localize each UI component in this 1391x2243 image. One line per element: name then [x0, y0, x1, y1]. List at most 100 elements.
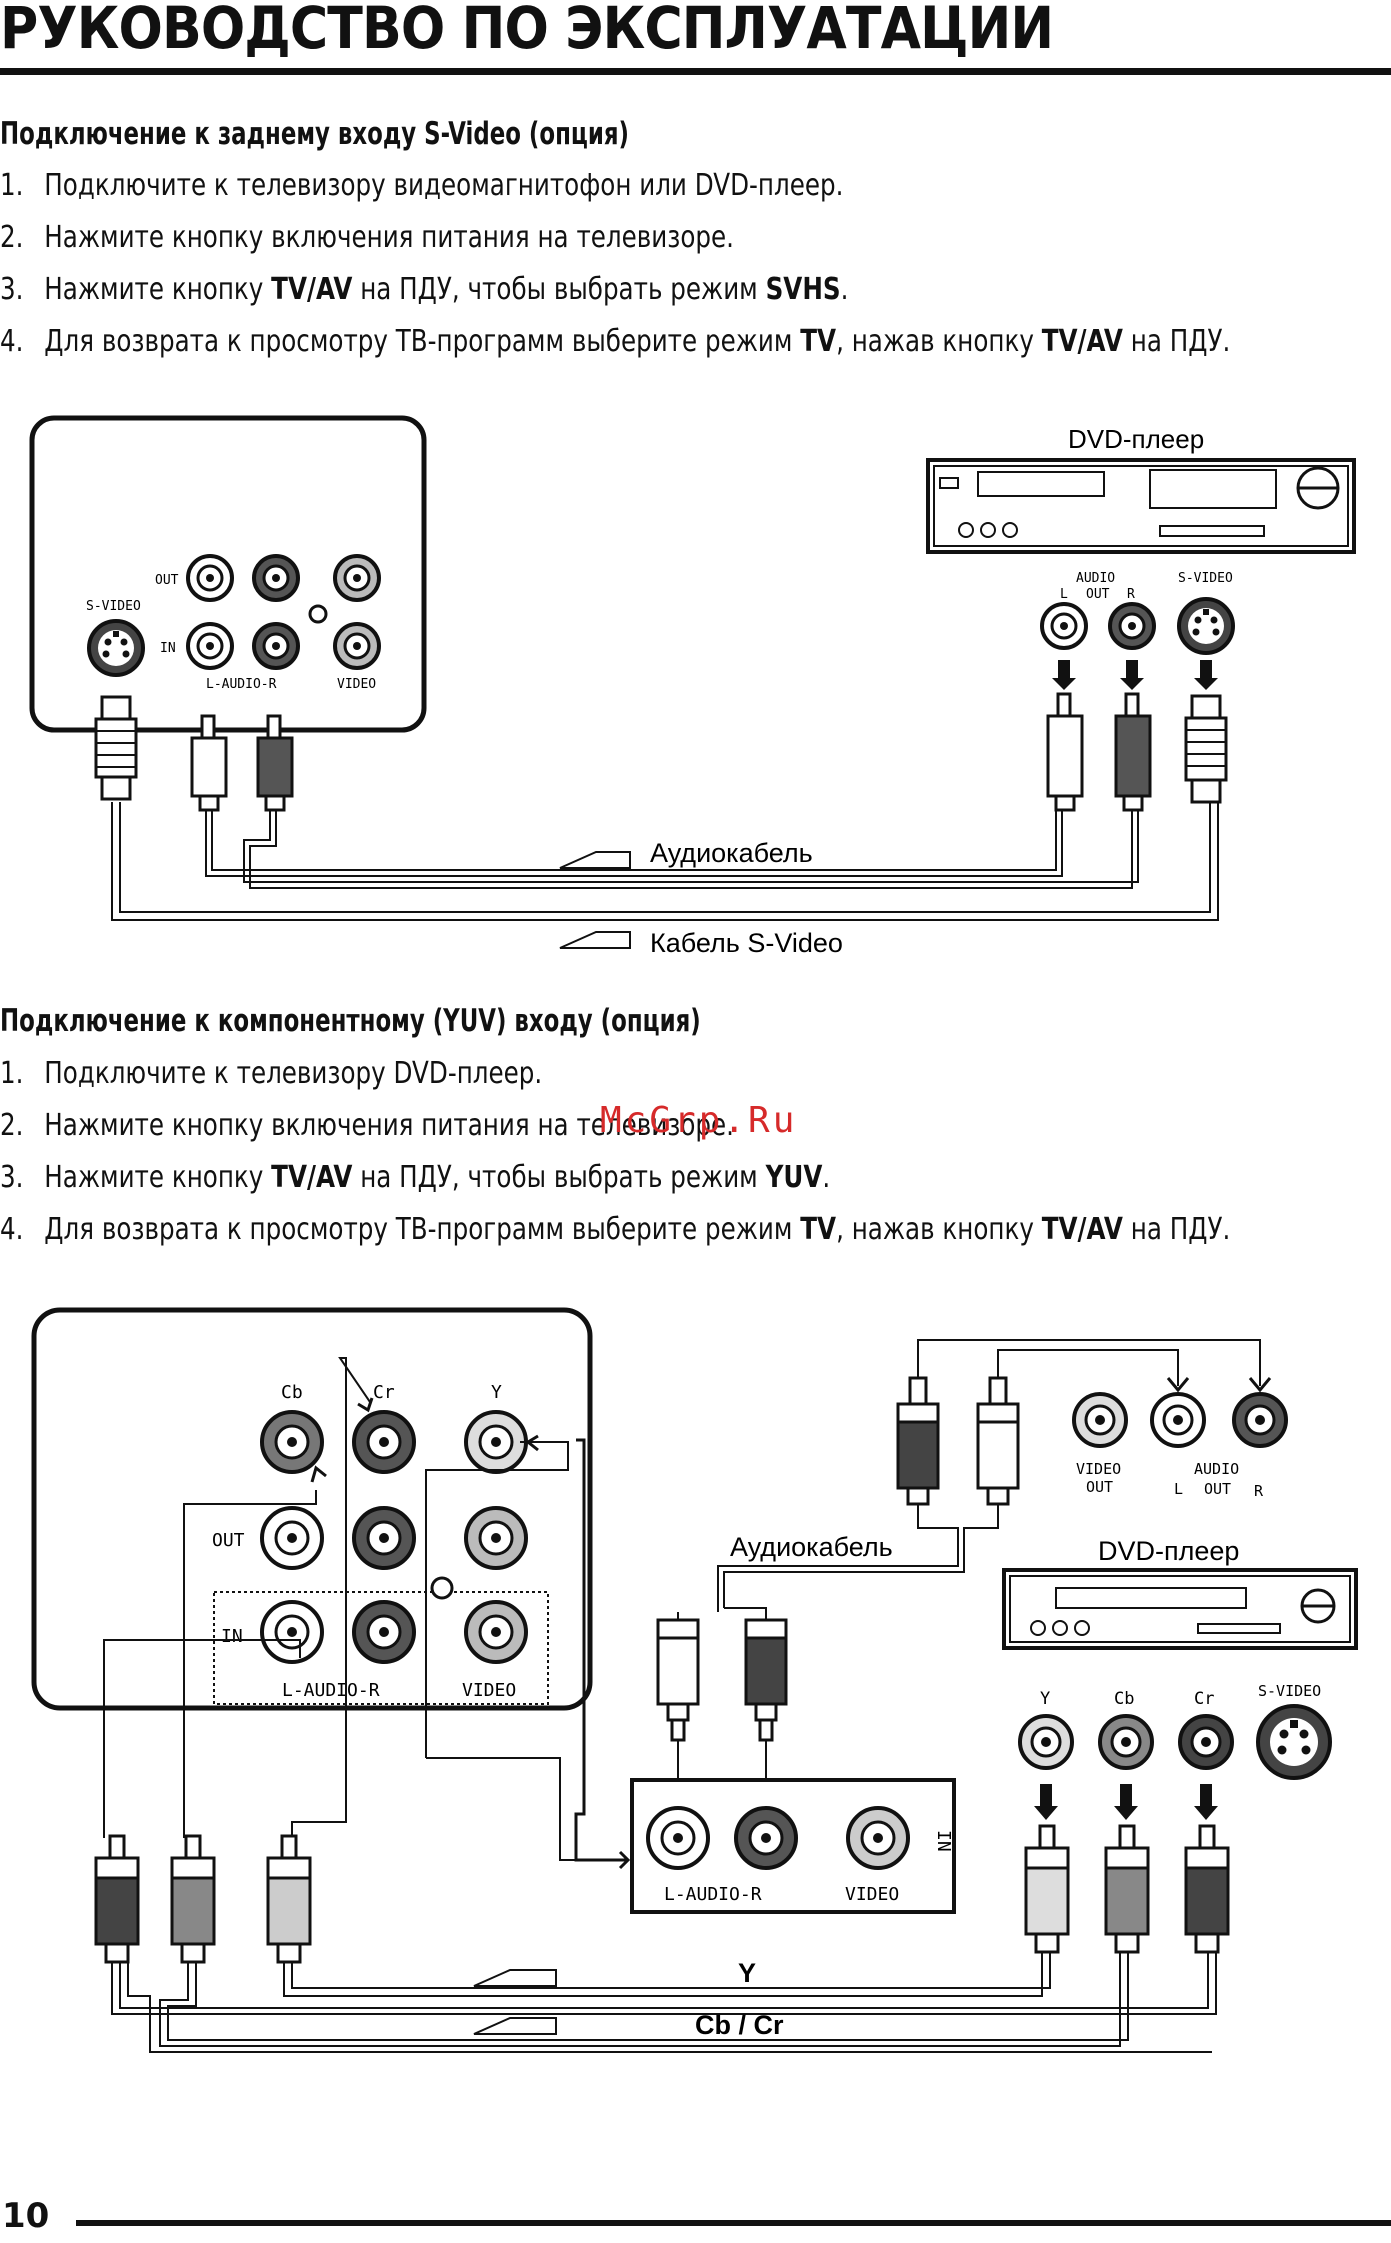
dvd-out-label: OUT: [1086, 587, 1110, 602]
dvd-svideo-plug: [1184, 694, 1228, 804]
dvd-y-jack: [1018, 1714, 1074, 1770]
watermark: McGrp.Ru: [600, 1100, 798, 1141]
tv-audio-plug-l: [190, 714, 228, 812]
step-keyword: TV: [800, 1212, 837, 1247]
step-number: 1.: [0, 168, 24, 203]
step-text: на ПДУ, чтобы выбрать режим: [352, 1160, 766, 1195]
svideo-connection-diagram: OUT IN S-VIDEO L-AUDIO-R VIDEO DVD-плее: [29, 415, 1356, 958]
tv-video-label-2: VIDEO: [462, 1680, 516, 1701]
step-text: Нажмите кнопку: [44, 272, 272, 307]
panel-audio-label: L-AUDIO-R: [664, 1884, 762, 1905]
cable-direction-icon-2: [473, 1969, 557, 2035]
step-text: Нажмите кнопку включения питания на теле…: [44, 1108, 734, 1143]
dvd-cr-label: Cr: [1194, 1689, 1214, 1709]
page-number: 10: [2, 2196, 50, 2236]
dvd-cb-jack: [1098, 1714, 1154, 1770]
tv-cb-jack: [260, 1410, 324, 1474]
tv-plug-cr: [94, 1834, 140, 1964]
tv-out-jack-l: [186, 554, 234, 602]
dvd-svideo-jack: [1177, 597, 1235, 655]
dvd-out-plug-r: [896, 1376, 940, 1506]
dvd-cr-jack: [1178, 1714, 1234, 1770]
dvd-svideo-jack-2: [1256, 1704, 1332, 1780]
audio-cable-2: [677, 1504, 999, 1620]
step-text: .: [822, 1160, 831, 1195]
step-item: 4. Для возврата к просмотру ТВ-программ в…: [0, 324, 1230, 376]
tv-small-hole: [308, 604, 328, 624]
step-item: 1.Подключите к телевизору DVD-плеер.: [0, 1056, 1230, 1108]
dvd-audio-plug-r: [1114, 692, 1152, 812]
step-item: 3.Нажмите кнопку TV/AV на ПДУ, чтобы выб…: [0, 272, 1230, 324]
footer-rule: [76, 2220, 1391, 2226]
cable-cbcr-label: Cb / Cr: [695, 2010, 784, 2040]
tv-out-jack-l-2: [260, 1506, 324, 1570]
tv-in-jack-l-2: [260, 1600, 324, 1664]
title-rule: [0, 68, 1391, 75]
dvd-video-out-jack: [1072, 1392, 1128, 1448]
dvd-audio-label-2: AUDIO: [1194, 1460, 1239, 1478]
step-text: Для возврата к просмотру ТВ-программ выб…: [44, 324, 801, 359]
tv-y-jack: [464, 1410, 528, 1474]
step-number: 4.: [0, 324, 24, 359]
tv-out-jack-video: [333, 554, 381, 602]
step-keyword: TV/AV: [271, 272, 353, 307]
step-keyword: TV/AV: [271, 1160, 353, 1195]
step-item: 4.Для возврата к просмотру ТВ-программ в…: [0, 1212, 1230, 1264]
step-text: Для возврата к просмотру ТВ-программ выб…: [44, 1212, 801, 1247]
component-cable-y: [283, 1952, 1051, 1997]
step-text: на ПДУ, чтобы выбрать режим: [352, 272, 766, 307]
section1-steps: 1.Подключите к телевизору видеомагнитофо…: [0, 168, 1230, 376]
section2-steps: 1.Подключите к телевизору DVD-плеер.2. На…: [0, 1056, 1230, 1264]
dvd-player-1: [926, 458, 1356, 554]
dvd-out-plug-l: [976, 1376, 1020, 1506]
panel-jack-r: [734, 1806, 798, 1870]
tv-back-panel-2: [31, 1307, 593, 1711]
svideo-cable-label: Кабель S-Video: [650, 928, 843, 958]
tv-svideo-label: S-VIDEO: [86, 599, 141, 614]
dvd-plug-cr: [1184, 1824, 1230, 1954]
step-text: Нажмите кнопку включения питания на теле…: [44, 220, 734, 255]
input-wire: [574, 1438, 628, 1862]
dvd-audio-plug-l: [1046, 692, 1084, 812]
page-title: РУКОВОДСТВО ПО ЭКСПЛУАТАЦИИ: [0, 0, 1054, 62]
dvd-cb-label: Cb: [1114, 1689, 1134, 1709]
tv-in-jack-r: [252, 622, 300, 670]
audio-cable-label-2: Аудиокабель: [730, 1532, 893, 1562]
tv-plug-cb: [170, 1834, 216, 1964]
panel-in-label: IN: [933, 1830, 954, 1852]
dvd-audio-jack-l: [1040, 602, 1088, 650]
panel-audio-plug-r: [744, 1618, 788, 1742]
component-cable-cbcr: [111, 1952, 1217, 2053]
step-item: 2. Нажмите кнопку включения питания на те…: [0, 220, 1230, 272]
tv-cr-label: Cr: [373, 1382, 395, 1403]
step-number: 2.: [0, 1108, 24, 1143]
step-number: 2.: [0, 220, 24, 255]
step-item: 3.Нажмите кнопку TV/AV на ПДУ, чтобы выб…: [0, 1160, 1230, 1212]
tv-in-label: IN: [160, 641, 176, 656]
tv-small-hole-2: [430, 1576, 454, 1600]
tv-input-group: [213, 1591, 549, 1705]
step-text: , нажав кнопку: [836, 324, 1042, 359]
step-text: на ПДУ.: [1122, 324, 1231, 359]
tv-audio-label: L-AUDIO-R: [206, 677, 277, 692]
dvd-svideo-label-2: S-VIDEO: [1258, 1682, 1321, 1700]
dvd-y-label: Y: [1040, 1689, 1050, 1709]
panel-jack-l: [646, 1806, 710, 1870]
step-number: 3.: [0, 1160, 24, 1195]
tv-in-jack-l: [186, 622, 234, 670]
step-keyword: SVHS: [765, 272, 841, 307]
panel-jack-video: [846, 1806, 910, 1870]
tv-audio-label-2: L-AUDIO-R: [282, 1680, 380, 1701]
arrow-down-icon-2: [1034, 1784, 1218, 1820]
dvd-audio-label: AUDIO: [1076, 571, 1115, 586]
dvd-audio-wire: [917, 1339, 1261, 1386]
step-keyword: TV/AV: [1041, 1212, 1123, 1247]
cable-y-label: Y: [738, 1958, 756, 1988]
step-item: 1.Подключите к телевизору видеомагнитофо…: [0, 168, 1230, 220]
tv-in-jack-video: [333, 622, 381, 670]
dvd-l-label-2: L: [1174, 1480, 1183, 1498]
tv-svideo-plug: [94, 695, 138, 801]
yuv-connection-diagram: Cb Cr Y OUT IN L-AUDIO-R VIDEO: [31, 1307, 1358, 2053]
panel-video-label: VIDEO: [845, 1884, 899, 1905]
dvd-r-label: R: [1127, 587, 1135, 602]
